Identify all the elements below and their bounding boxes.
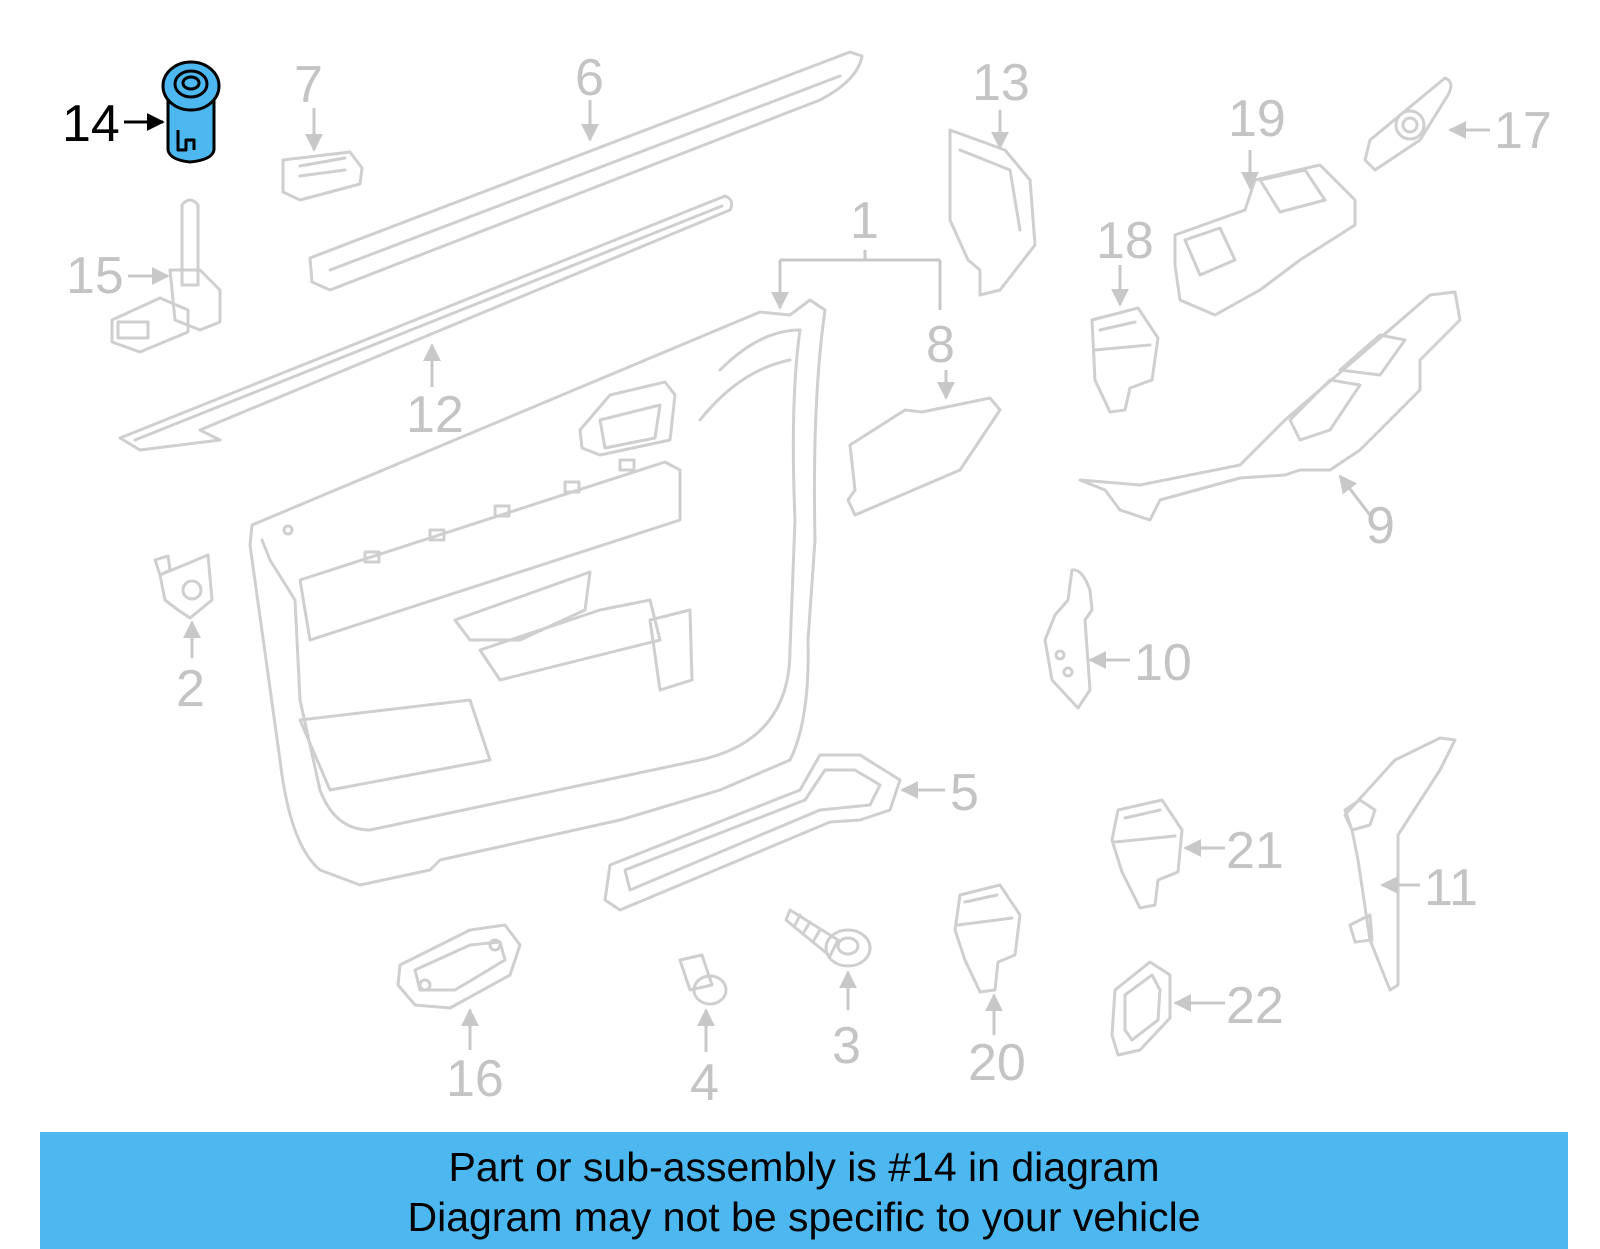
callout-18: 18: [1096, 212, 1154, 270]
callout-3: 3: [832, 1017, 861, 1075]
callout-20: 20: [968, 1034, 1026, 1092]
part-18: 18: [1090, 212, 1160, 414]
callout-9: 9: [1366, 497, 1395, 555]
callout-13: 13: [972, 54, 1030, 112]
part-6: 6: [308, 49, 864, 292]
callout-12: 12: [406, 386, 464, 444]
part-13: 13: [948, 54, 1037, 297]
part-1-door-panel: 1: [248, 192, 942, 887]
part-22: 22: [1110, 960, 1284, 1057]
part-10: 10: [1043, 568, 1192, 710]
callout-22: 22: [1226, 977, 1284, 1035]
callout-17: 17: [1494, 102, 1552, 160]
part-4-clip: 4: [678, 953, 728, 1112]
part-20: 20: [953, 883, 1026, 1092]
parts-diagram: 14 15 7 6 12: [62, 49, 1552, 1112]
callout-15: 15: [66, 247, 124, 305]
callout-2: 2: [176, 660, 205, 718]
callout-8: 8: [926, 316, 955, 374]
part-14-highlighted[interactable]: 14: [62, 60, 221, 164]
callout-16: 16: [446, 1050, 504, 1108]
info-banner: Part or sub-assembly is #14 in diagram D…: [40, 1132, 1568, 1249]
part-7: 7: [281, 56, 364, 202]
callout-5: 5: [950, 764, 979, 822]
part-9: 9: [1078, 290, 1462, 555]
part-17: 17: [1363, 76, 1552, 172]
banner-line-1: Part or sub-assembly is #14 in diagram: [448, 1144, 1160, 1190]
part-21: 21: [1110, 798, 1284, 910]
callout-21: 21: [1226, 822, 1284, 880]
part-2: 2: [153, 553, 214, 718]
callout-14: 14: [62, 95, 120, 153]
callout-6: 6: [575, 49, 604, 107]
part-3-screw: 3: [784, 908, 872, 1075]
callout-7: 7: [294, 56, 323, 114]
part-12: 12: [118, 194, 734, 452]
part-16: 16: [396, 923, 522, 1108]
part-19: 19: [1173, 90, 1357, 317]
callout-19: 19: [1228, 90, 1286, 148]
callout-11: 11: [1424, 859, 1478, 917]
part-11: 11: [1343, 736, 1478, 992]
part-8: 8: [846, 316, 1002, 517]
part-5: 5: [603, 753, 979, 912]
banner-line-2: Diagram may not be specific to your vehi…: [407, 1194, 1201, 1240]
part-15: 15: [66, 198, 222, 354]
callout-10: 10: [1134, 634, 1192, 692]
callout-4: 4: [690, 1054, 719, 1112]
callout-1: 1: [850, 192, 879, 250]
